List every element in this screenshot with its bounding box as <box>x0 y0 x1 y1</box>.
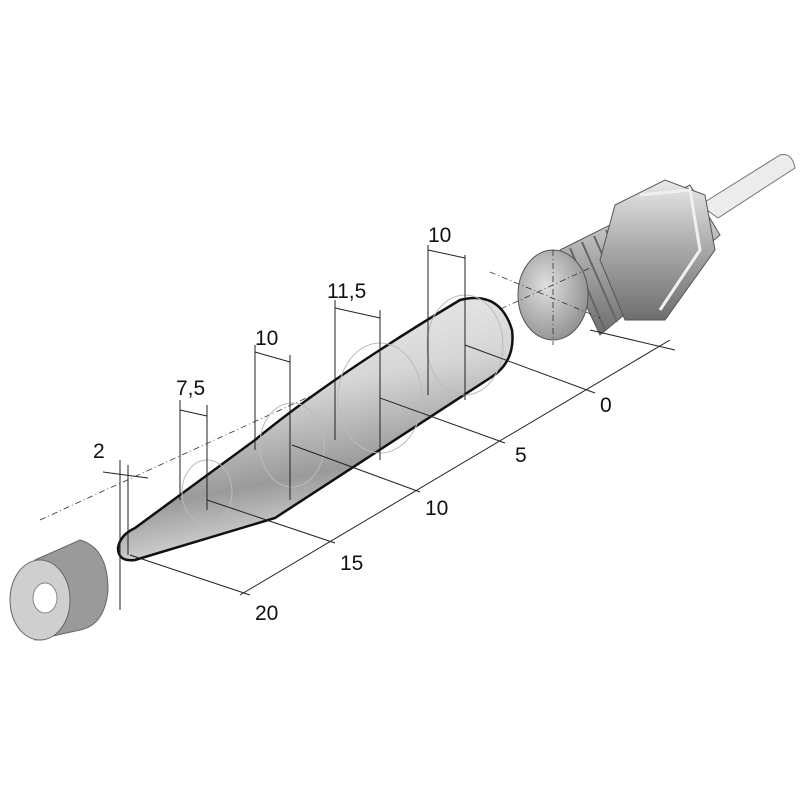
distance-dimensions: 0 5 10 15 20 <box>129 329 676 625</box>
width-label-7-5: 7,5 <box>176 377 205 400</box>
proximity-sensor <box>517 179 721 341</box>
sensing-cone <box>116 294 514 562</box>
width-dimensions: 2 7,5 10 11,5 10 <box>93 224 466 610</box>
target-ring <box>9 539 109 641</box>
distance-label-15: 15 <box>340 552 363 575</box>
width-label-10b: 10 <box>428 224 451 247</box>
distance-label-0: 0 <box>600 394 612 417</box>
width-label-2: 2 <box>93 440 105 463</box>
width-label-11-5: 11,5 <box>327 280 366 303</box>
distance-label-5: 5 <box>515 444 527 467</box>
cable <box>699 154 796 219</box>
hex-nut <box>599 179 716 321</box>
distance-label-10: 10 <box>425 497 448 520</box>
distance-label-20: 20 <box>255 602 278 625</box>
width-label-10a: 10 <box>255 327 278 350</box>
